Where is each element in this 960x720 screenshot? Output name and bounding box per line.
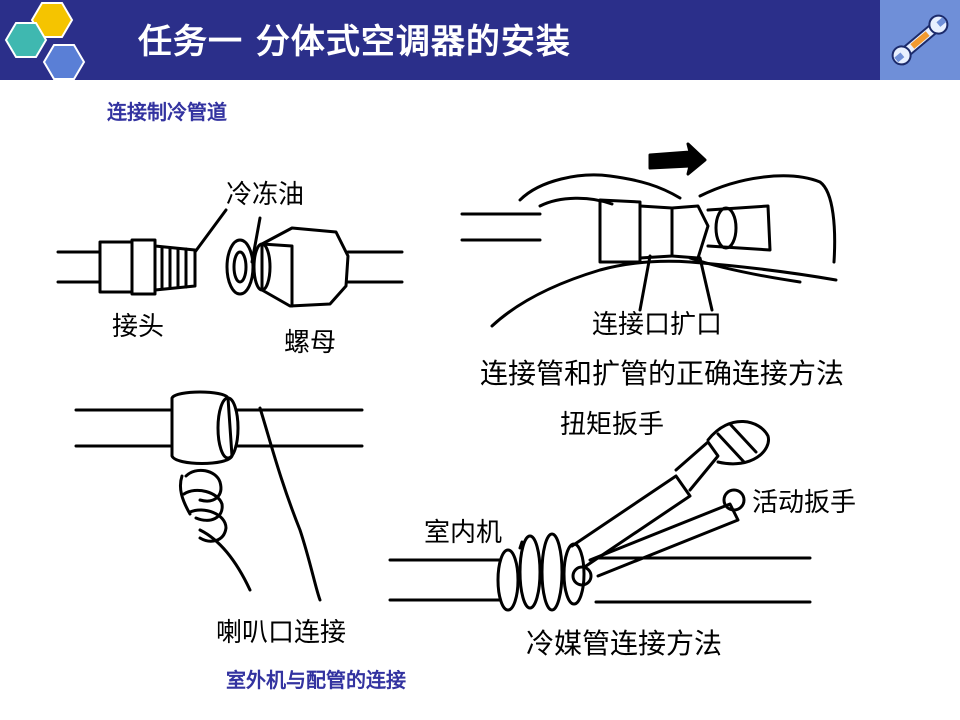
tool-box [880,0,960,80]
label-indoor-unit: 室内机 [424,518,503,548]
page-title: 任务一 分体式空调器的安装 [138,22,571,62]
label-flare-connection: 喇叭口连接 [216,618,347,648]
joint-nut-diagram [56,208,404,308]
hexagon-logo-icon [4,2,86,80]
flare-connection-diagram [74,390,364,602]
section-title-bottom: 室外机与配管的连接 [226,668,406,692]
wrench-icon [891,14,949,66]
label-joint: 接头 [112,312,165,342]
label-correct-method: 连接管和扩管的正确连接方法 [480,357,845,390]
label-refrigerant-pipe-method: 冷媒管连接方法 [526,627,723,660]
label-torque-wrench: 扭矩扳手 [560,410,665,440]
header-bar: 任务一 分体式空调器的安装 [0,0,960,80]
label-flare-port: 连接口扩口 [592,310,723,340]
wrench-connection-diagram [388,420,812,612]
label-nut: 螺母 [284,328,337,358]
label-adjustable-wrench: 活动扳手 [752,488,857,518]
hands-connecting-diagram [460,142,838,328]
section-title-top: 连接制冷管道 [107,100,227,124]
label-refrigerant-oil: 冷冻油 [226,180,305,210]
